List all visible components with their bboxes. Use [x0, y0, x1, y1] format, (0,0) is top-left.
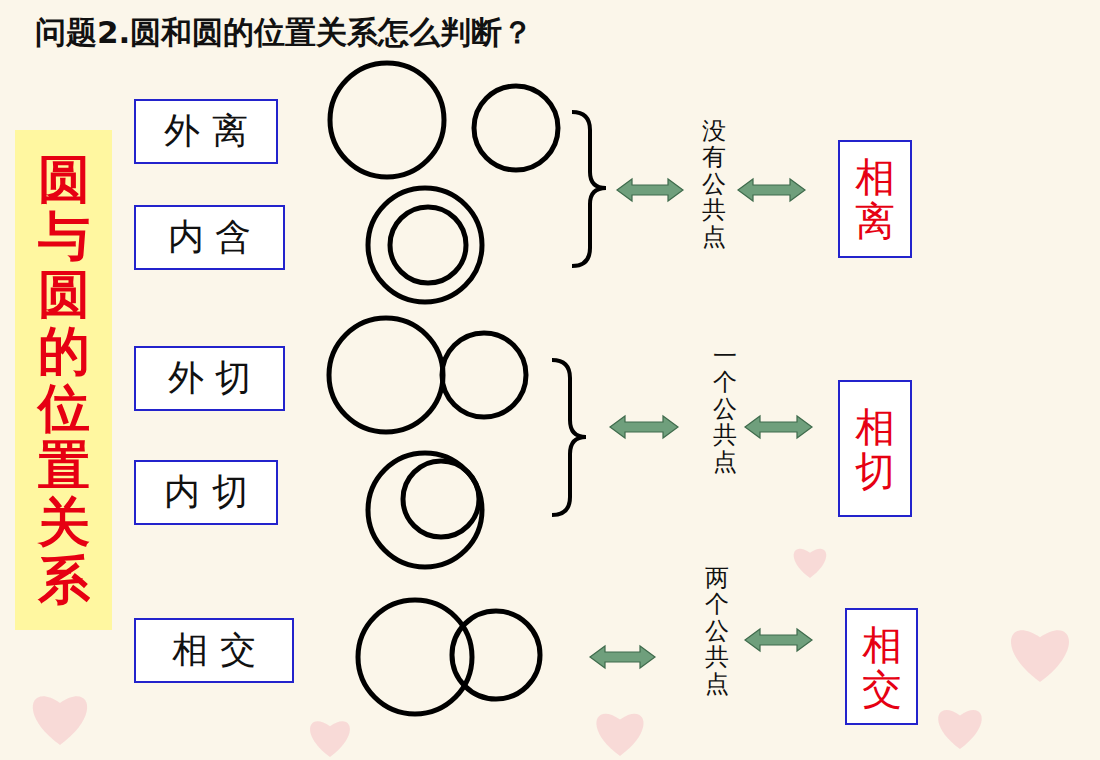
circle-figure: [474, 86, 558, 170]
heart-decoration: [33, 696, 87, 745]
heart-decoration: [310, 721, 350, 757]
result-box: 相离: [838, 140, 912, 258]
curly-brace: [552, 360, 586, 515]
category-box: 外 离: [134, 99, 278, 164]
double-arrow: [745, 416, 812, 438]
circle-figure: [368, 453, 482, 567]
heart-decoration: [794, 549, 827, 578]
box-text: 相 交: [172, 626, 255, 675]
double-arrow: [590, 646, 655, 668]
heart-decoration: [596, 714, 643, 756]
title-band: 圆与圆的位置关系: [15, 130, 112, 630]
box-text: 外 切: [168, 354, 251, 403]
heart-decoration: [1011, 630, 1069, 682]
double-arrow: [617, 179, 683, 201]
circle-figure: [330, 63, 444, 177]
category-box: 内 含: [134, 205, 285, 270]
circle-figure: [329, 318, 443, 432]
circle-figure: [368, 188, 482, 302]
page-title: 问题2.圆和圆的位置关系怎么判断？: [35, 12, 533, 54]
double-arrow: [610, 416, 678, 438]
box-text: 内 切: [164, 468, 247, 517]
vertical-text: 相交: [862, 623, 902, 711]
circle-figure: [358, 600, 472, 714]
circle-figure: [403, 461, 479, 537]
vertical-text: 圆与圆的位置关系: [38, 151, 90, 609]
curly-brace: [572, 112, 606, 266]
vertical-label: 一个公共点: [713, 343, 737, 475]
heart-decoration: [938, 710, 981, 749]
vertical-text: 相离: [855, 155, 895, 243]
vertical-label: 没有公共点: [702, 118, 726, 250]
box-text: 内 含: [168, 213, 251, 262]
double-arrow: [738, 179, 805, 201]
circle-figure: [452, 611, 540, 699]
category-box: 外 切: [134, 346, 285, 411]
double-arrow: [745, 629, 812, 651]
box-text: 外 离: [164, 107, 247, 156]
category-box: 内 切: [134, 460, 278, 525]
result-box: 相交: [845, 608, 918, 725]
result-box: 相切: [838, 380, 912, 517]
category-box: 相 交: [134, 618, 294, 683]
vertical-text: 相切: [855, 405, 895, 493]
circle-figure: [442, 333, 526, 417]
circle-figure: [390, 207, 466, 283]
vertical-label: 两个公共点: [705, 565, 729, 697]
